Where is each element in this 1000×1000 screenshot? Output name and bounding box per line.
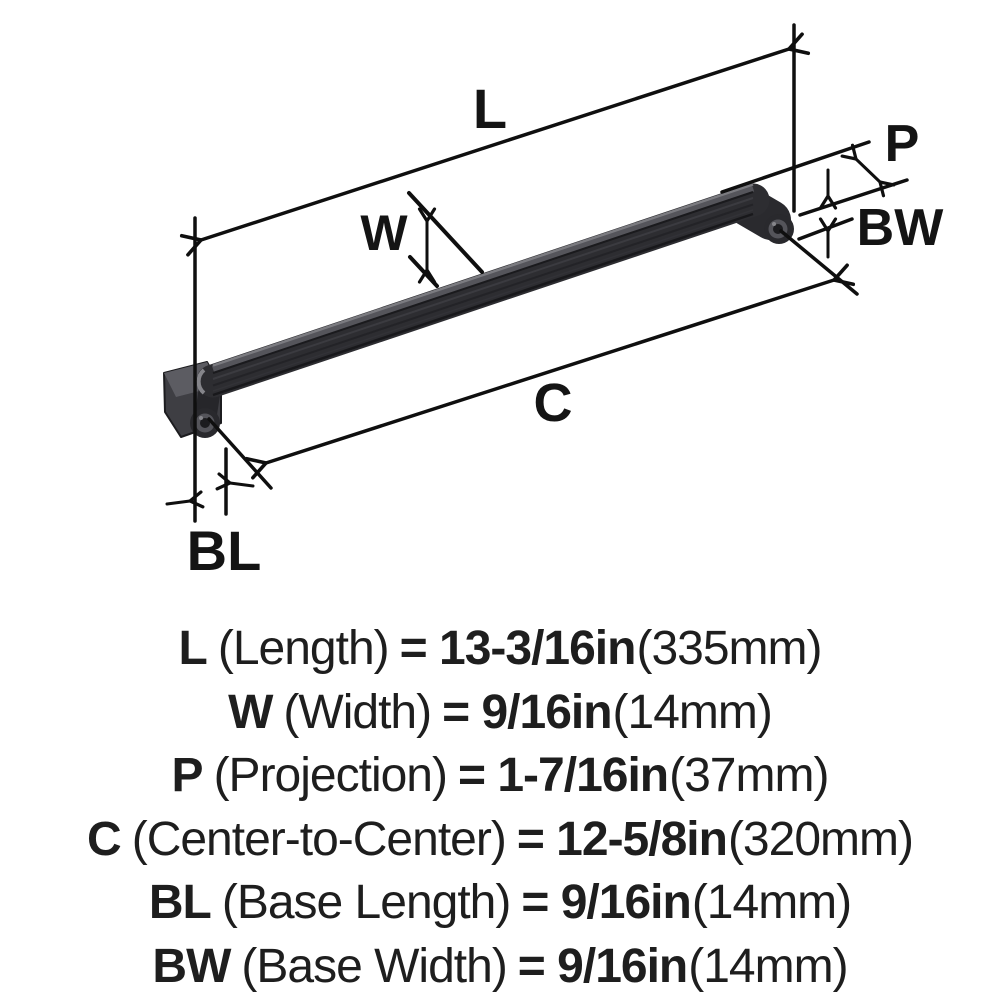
length-label: L [473, 77, 507, 140]
legend-metric: (14mm) [612, 685, 773, 739]
legend-row-base-width: BW (Base Width) = 9/16in (14mm) [0, 935, 1000, 999]
legend-value: = 9/16in [517, 939, 688, 993]
base-length-arrow-right [165, 490, 205, 509]
legend-value: = 9/16in [521, 876, 691, 930]
legend-code: W [228, 685, 273, 739]
legend-value: = 12-5/8in [516, 812, 728, 866]
base-width-label: BW [857, 199, 945, 257]
base-width-plane-line [797, 217, 854, 241]
legend-row-projection: P (Projection) = 1-7/16in (37mm) [0, 744, 1000, 808]
legend-code: L [178, 622, 208, 676]
legend-name: (Width) [283, 685, 432, 739]
dimension-diagram: L W P BW C BL [163, 23, 945, 582]
dimension-width [407, 191, 484, 288]
legend-value: = 1-7/16in [457, 749, 669, 803]
legend-code: C [87, 812, 122, 866]
width-label: W [360, 205, 408, 261]
dimension-length [179, 23, 811, 523]
legend-metric: (320mm) [727, 812, 914, 866]
width-tick-upper [407, 191, 484, 274]
dimension-center-to-center [207, 229, 859, 490]
legend-name: (Base Length) [221, 876, 512, 930]
base-length-label: BL [187, 519, 262, 582]
legend-value: = 13-3/16in [399, 622, 637, 676]
legend-value: = 9/16in [442, 685, 612, 739]
bar-end-cap-highlight [196, 368, 206, 395]
legend-name: (Center-to-Center) [131, 812, 507, 866]
dimension-base-width [797, 168, 854, 259]
legend-row-base-length: BL (Base Length) = 9/16in (14mm) [0, 871, 1000, 935]
legend-code: BW [152, 939, 231, 993]
legend-name: (Base Width) [241, 939, 507, 993]
legend-metric: (335mm) [636, 622, 822, 676]
handle-bar [196, 183, 770, 398]
dimension-projection [720, 140, 909, 217]
base-length-arrow-left [215, 472, 255, 491]
dimension-legend: L (Length) = 13-3/16in (335mm) W (Width)… [0, 617, 1000, 998]
projection-label: P [885, 115, 920, 173]
legend-name: (Length) [217, 622, 390, 676]
legend-metric: (37mm) [669, 749, 829, 803]
length-dimension-line [179, 32, 811, 257]
center-to-center-label: C [534, 373, 573, 433]
legend-metric: (14mm) [691, 876, 852, 930]
legend-code: BL [148, 876, 212, 930]
handle-dimension-drawing: L W P BW C BL [163, 23, 945, 582]
legend-row-length: L (Length) = 13-3/16in (335mm) [0, 617, 1000, 681]
projection-arrow [840, 143, 896, 198]
legend-metric: (14mm) [688, 939, 848, 993]
legend-row-center-to-center: C (Center-to-Center) = 12-5/8in (320mm) [0, 808, 1000, 872]
width-tick-lower [408, 255, 439, 288]
center-dimension-line [244, 263, 856, 480]
legend-row-width: W (Width) = 9/16in (14mm) [0, 681, 1000, 745]
center-extension-line-left [207, 417, 273, 490]
legend-name: (Projection) [213, 749, 448, 803]
dimension-base-length [165, 447, 255, 516]
legend-code: P [171, 749, 204, 803]
